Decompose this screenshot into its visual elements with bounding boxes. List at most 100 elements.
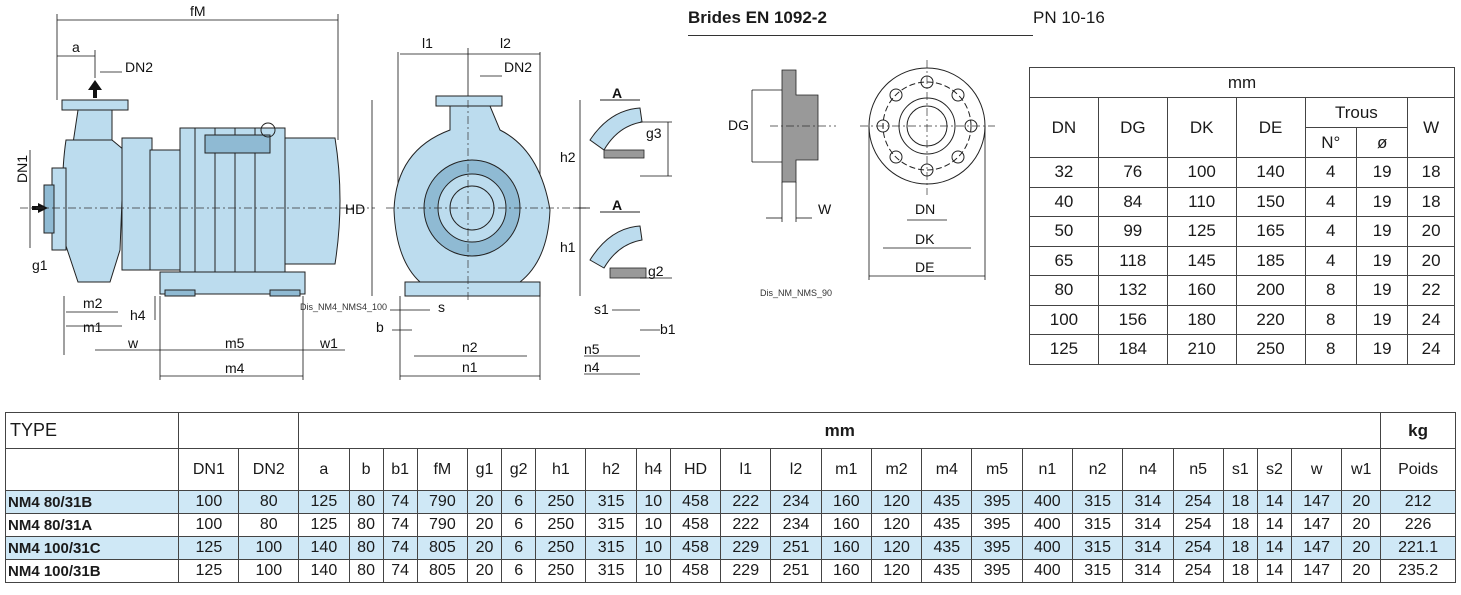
pump-cell: 221.1 (1380, 536, 1456, 560)
pump-cell: 315 (1071, 559, 1124, 583)
pump-cell: 80 (238, 490, 300, 514)
drawing-code-pump: Dis_NM4_NMS4_100 (300, 302, 387, 312)
pump-cell: 6 (501, 513, 537, 537)
flange-cell: 50 (1029, 216, 1099, 247)
flange-col-dn: DN (1029, 97, 1099, 158)
pump-cell: 250 (535, 513, 587, 537)
pump-cell: 400 (1021, 559, 1073, 583)
pump-cell: 458 (669, 490, 722, 514)
pump-cell: 14 (1256, 559, 1293, 583)
pump-cell: 100 (178, 490, 240, 514)
pump-cell: 226 (1380, 513, 1456, 537)
pump-cell: 254 (1172, 536, 1224, 560)
type-header: TYPE (4, 412, 180, 449)
pump-cell: 74 (382, 490, 418, 514)
flange-cell: 8 (1304, 334, 1358, 365)
column-header-dn1: DN1 (178, 448, 240, 491)
pump-cell: 314 (1122, 490, 1174, 514)
pump-side-view: fM a DN2 DN1 g1 m2 m1 h4 w m5 w1 m4 HD D… (14, 3, 387, 380)
pump-cell: 120 (870, 559, 923, 583)
pump-cell: 234 (770, 513, 822, 537)
column-header-n2: n2 (1071, 448, 1124, 491)
pump-cell: 20 (1341, 513, 1382, 537)
flange-cell: 19 (1356, 216, 1409, 247)
dim-h4-label: h4 (130, 307, 146, 323)
dim-fM-label: fM (190, 3, 206, 19)
dim-n2-label: n2 (462, 339, 478, 355)
dim-dk-label: DK (915, 231, 935, 247)
pump-cell: 400 (1021, 490, 1073, 514)
pump-cell: 6 (501, 559, 537, 583)
column-header-n5: n5 (1172, 448, 1224, 491)
dim-n5-label: n5 (584, 341, 600, 357)
dim-w-label: w (127, 335, 139, 351)
dim-m4-label: m4 (225, 360, 245, 376)
flange-cell: 180 (1166, 304, 1237, 335)
pump-cell: 18 (1222, 490, 1258, 514)
pump-type-name: NM4 100/31C (4, 536, 180, 560)
column-header-m5: m5 (971, 448, 1023, 491)
pump-cell: 10 (635, 536, 671, 560)
dim-hd-label: HD (345, 201, 365, 217)
dim-g1-label: g1 (32, 257, 48, 273)
pump-cell: 18 (1222, 536, 1258, 560)
flange-cell: 4 (1304, 216, 1358, 247)
flange-cell: 118 (1097, 245, 1168, 276)
pump-cell: 80 (348, 536, 384, 560)
flange-col-hole-diameter: ø (1356, 127, 1409, 158)
column-header-w: w (1290, 448, 1343, 491)
pressure-rating-label: PN 10-16 (1033, 8, 1105, 27)
flange-cell: 132 (1097, 275, 1168, 306)
pump-cell: 254 (1172, 559, 1224, 583)
flange-cell: 19 (1356, 304, 1409, 335)
flange-cell: 150 (1235, 186, 1306, 217)
column-header-l2: l2 (770, 448, 822, 491)
flange-cell: 140 (1235, 157, 1306, 188)
pump-cell: 458 (669, 559, 722, 583)
flange-cell: 125 (1166, 216, 1237, 247)
flange-cell: 184 (1097, 334, 1168, 365)
pump-cell: 20 (1341, 490, 1382, 514)
dim-w-flange-label: W (818, 201, 832, 217)
pump-cell: 120 (870, 513, 923, 537)
column-header-m1: m1 (820, 448, 872, 491)
flange-cell: 84 (1097, 186, 1168, 217)
flange-cell: 4 (1304, 157, 1358, 188)
pump-cell: 140 (298, 559, 350, 583)
pump-cell: 400 (1021, 513, 1073, 537)
flange-col-trous: Trous (1304, 97, 1409, 128)
pump-cell: 790 (416, 490, 469, 514)
pump-cell: 120 (870, 536, 923, 560)
dim-dg-label: DG (728, 117, 749, 133)
pump-cell: 147 (1290, 536, 1343, 560)
pump-type-name: NM4 80/31B (4, 490, 180, 514)
pump-cell: 80 (238, 513, 300, 537)
pump-cell: 790 (416, 513, 469, 537)
flange-cell: 8 (1304, 275, 1358, 306)
pump-cell: 125 (178, 559, 240, 583)
column-header-h4: h4 (635, 448, 671, 491)
dim-a-label: a (72, 39, 80, 55)
pump-cell: 10 (635, 513, 671, 537)
pump-cell: 315 (1071, 513, 1124, 537)
column-header-m2: m2 (870, 448, 923, 491)
dim-m1-label: m1 (83, 319, 103, 335)
pump-cell: 314 (1122, 513, 1174, 537)
column-header-b1: b1 (382, 448, 418, 491)
flange-cell: 8 (1304, 304, 1358, 335)
column-header-l1: l1 (720, 448, 772, 491)
foot-detail-view: A g3 A g2 s1 b1 n5 n4 (584, 85, 676, 375)
pump-cell: 74 (382, 513, 418, 537)
column-header-b: b (348, 448, 384, 491)
pump-cell: 435 (921, 536, 973, 560)
pump-cell: 234 (770, 490, 822, 514)
column-header-hd: HD (669, 448, 722, 491)
flange-cell: 156 (1097, 304, 1168, 335)
pump-drawing-svg: fM a DN2 DN1 g1 m2 m1 h4 w m5 w1 m4 HD D… (14, 3, 995, 380)
pump-cell: 315 (1071, 490, 1124, 514)
